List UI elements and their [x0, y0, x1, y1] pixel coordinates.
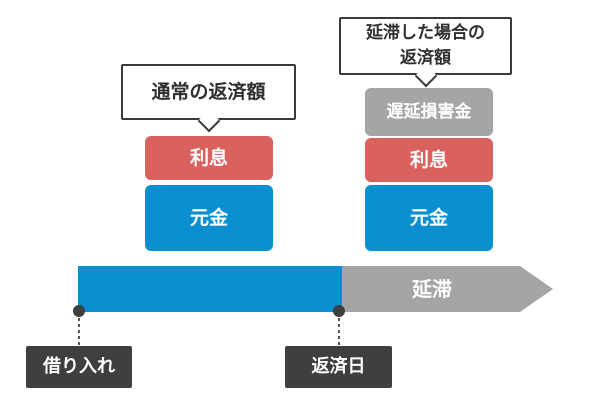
late-payment-callout: 延滞した場合の 返済額 [339, 17, 512, 75]
late-penalty-label: 遅延損害金 [386, 102, 472, 122]
normal-principal-label: 元金 [189, 207, 228, 229]
normal-payment-callout-text: 通常の返済額 [151, 81, 266, 103]
late-principal-block: 元金 [365, 185, 493, 251]
borrow-date-label-text: 借り入れ [43, 356, 115, 377]
late-principal-label: 元金 [409, 207, 448, 229]
normal-interest-block: 利息 [145, 136, 273, 180]
loan-period-bar [78, 266, 342, 312]
due-date-label-text: 返済日 [311, 356, 366, 377]
late-interest-block: 利息 [365, 138, 493, 182]
late-interest-label: 利息 [409, 149, 448, 171]
due-date-label: 返済日 [285, 346, 392, 388]
late-payment-callout-line2: 返済額 [400, 48, 451, 68]
late-penalty-block: 遅延損害金 [365, 88, 493, 136]
overdue-arrow [342, 266, 553, 312]
normal-interest-label: 利息 [189, 147, 228, 169]
normal-principal-block: 元金 [145, 185, 273, 251]
borrow-date-label: 借り入れ [26, 346, 132, 388]
normal-payment-callout: 通常の返済額 [121, 64, 296, 120]
overdue-label: 延滞 [412, 277, 452, 301]
due-date-marker-dot [333, 305, 345, 317]
borrow-marker-dot [73, 305, 85, 317]
late-payment-callout-line1: 延滞した場合の [366, 23, 485, 43]
